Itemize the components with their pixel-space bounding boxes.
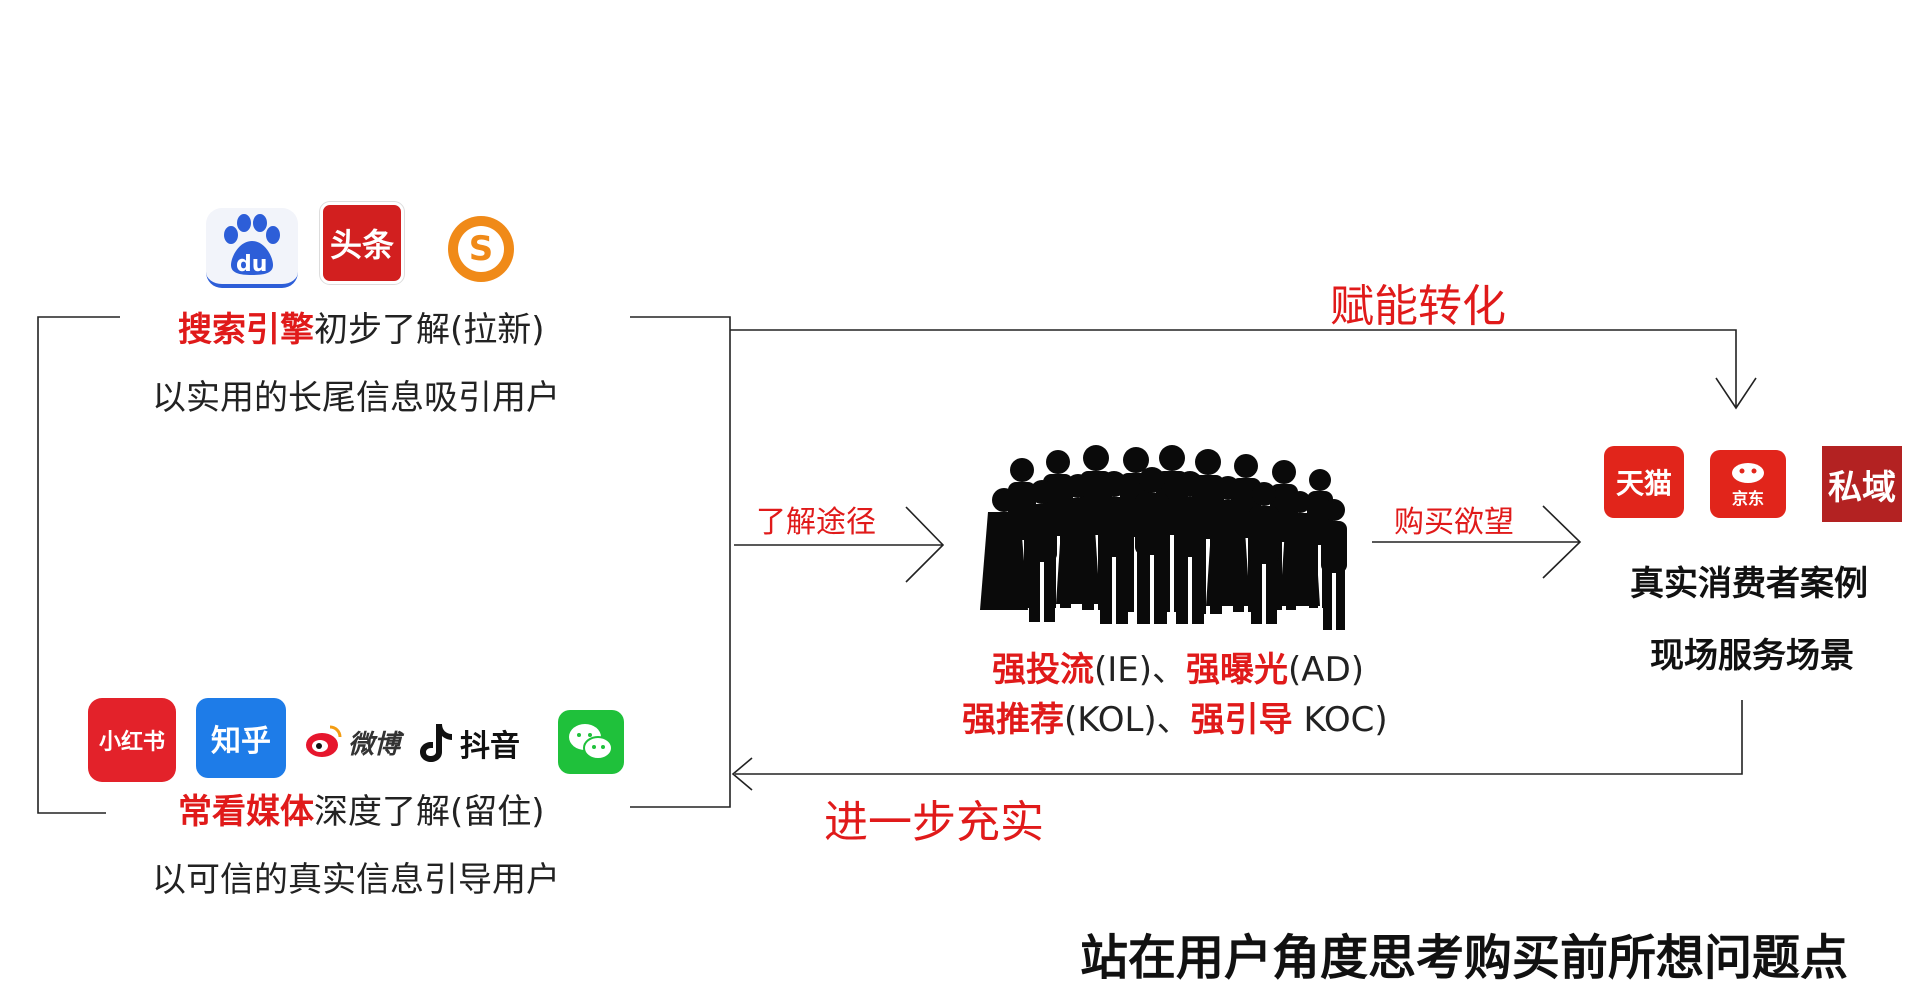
center-line-2-a: 强推荐 bbox=[962, 700, 1064, 740]
toutiao-icon-text: 头条 bbox=[329, 226, 394, 264]
center-line-1: 强投流(IE)、强曝光(AD) bbox=[992, 642, 1364, 691]
footer-title: 站在用户角度思考购买前所想问题点 bbox=[1080, 930, 1849, 986]
douyin-icon: 抖音 bbox=[418, 716, 546, 770]
wechat-icon bbox=[558, 710, 624, 774]
wechat-bubbles-graphic bbox=[569, 724, 613, 760]
bottom-return-head bbox=[731, 757, 753, 791]
media-rest: 深度了解(留住) bbox=[314, 792, 545, 832]
media-sub: 以可信的真实信息引导用户 bbox=[152, 860, 560, 900]
xiaohongshu-icon: 小红书 bbox=[88, 698, 176, 782]
baidu-icon: du bbox=[206, 208, 298, 288]
private-domain-icon: 私域 bbox=[1822, 446, 1902, 522]
douyin-icon-text: 抖音 bbox=[460, 729, 520, 764]
baidu-icon-text: du bbox=[236, 252, 268, 277]
center-line-2: 强推荐(KOL)、强引导 KOC) bbox=[962, 692, 1388, 741]
top-arrow-line bbox=[730, 329, 1737, 408]
search-engine-emph: 搜索引擎 bbox=[178, 310, 314, 350]
jd-icon-text: 京东 bbox=[1731, 489, 1764, 508]
xiaohongshu-icon-text: 小红书 bbox=[98, 730, 165, 755]
crowd-silhouette bbox=[980, 445, 1347, 630]
center-line-1-b: 强曝光 bbox=[1186, 650, 1289, 690]
jd-icon: 京东 bbox=[1710, 450, 1786, 518]
top-arrow-label: 赋能转化 bbox=[1330, 281, 1506, 332]
tmall-icon-text: 天猫 bbox=[1615, 467, 1672, 500]
media-title: 常看媒体深度了解(留住) bbox=[178, 784, 545, 833]
sogou-icon-text: S bbox=[468, 229, 494, 269]
media-emph: 常看媒体 bbox=[178, 792, 314, 832]
center-line-1-a: 强投流 bbox=[992, 650, 1094, 690]
weibo-eye-graphic bbox=[306, 725, 342, 757]
left-mid-arrow-head bbox=[905, 506, 945, 583]
right-line-2: 现场服务场景 bbox=[1650, 636, 1854, 676]
weibo-icon: 微博 bbox=[304, 716, 408, 768]
center-line-2-a-sub: (KOL)、 bbox=[1064, 700, 1191, 740]
search-engine-sub: 以实用的长尾信息吸引用户 bbox=[152, 378, 560, 418]
zhihu-icon-text: 知乎 bbox=[211, 724, 271, 759]
left-mid-arrow-label: 了解途径 bbox=[756, 505, 876, 540]
tmall-icon: 天猫 bbox=[1604, 446, 1684, 518]
center-line-1-a-sub: (IE)、 bbox=[1094, 650, 1187, 690]
center-line-1-b-sub: (AD) bbox=[1288, 650, 1365, 690]
right-mid-arrow-label: 购买欲望 bbox=[1394, 505, 1514, 540]
sogou-icon: S bbox=[448, 216, 514, 282]
weibo-icon-text: 微博 bbox=[348, 729, 401, 760]
left-bracket bbox=[37, 316, 120, 814]
search-engine-title: 搜索引擎初步了解(拉新) bbox=[178, 302, 545, 351]
toutiao-icon: 头条 bbox=[320, 202, 404, 284]
top-bracket-edge bbox=[630, 316, 731, 808]
baidu-paw-graphic bbox=[224, 214, 280, 275]
top-arrow-head bbox=[1715, 377, 1757, 410]
right-mid-arrow-head bbox=[1542, 505, 1582, 579]
douyin-note-graphic bbox=[420, 724, 452, 762]
right-line-1: 真实消费者案例 bbox=[1630, 564, 1868, 604]
zhihu-icon: 知乎 bbox=[196, 698, 286, 778]
center-line-2-b: 强引导 bbox=[1190, 700, 1293, 740]
private-domain-icon-text: 私域 bbox=[1828, 467, 1896, 508]
jd-dog-graphic bbox=[1732, 463, 1764, 483]
center-line-2-b-sub: KOC) bbox=[1292, 700, 1388, 740]
bottom-return-line bbox=[735, 700, 1743, 775]
bottom-arrow-label: 进一步充实 bbox=[824, 797, 1044, 848]
search-engine-rest: 初步了解(拉新) bbox=[314, 310, 545, 350]
